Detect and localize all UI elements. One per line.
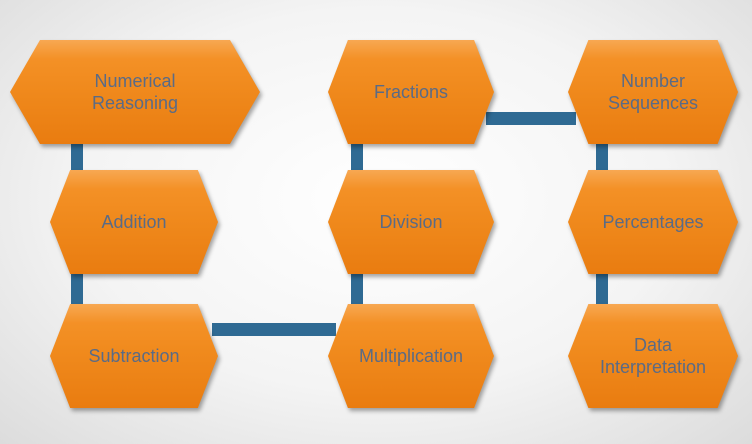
- node-label-multiplication: Multiplication: [358, 346, 464, 366]
- connector-division-fractions: [351, 140, 363, 172]
- node-shape: [50, 170, 218, 274]
- connector-multiplication-division: [351, 272, 363, 306]
- node-label-subtraction: Subtraction: [88, 346, 180, 366]
- node-fractions: Fractions: [328, 40, 494, 144]
- node-shape: [568, 304, 738, 408]
- node-shape: [568, 170, 738, 274]
- connector-subtraction-multiplication: [212, 323, 336, 336]
- node-percentages: Percentages: [568, 170, 738, 274]
- node-shape: [568, 40, 738, 144]
- node-multiplication: Multiplication: [328, 304, 494, 408]
- node-label-percentages: Percentages: [602, 212, 704, 232]
- node-shape: [10, 40, 260, 144]
- node-shape: [50, 304, 218, 408]
- connector-percentages-data: [596, 272, 608, 306]
- node-label-number-sequences: Number Sequences: [607, 71, 699, 113]
- node-division: Division: [328, 170, 494, 274]
- node-label-division: Division: [379, 212, 443, 232]
- node-label-fractions: Fractions: [373, 82, 449, 102]
- node-number-sequences: Number Sequences: [568, 40, 738, 144]
- node-numerical-reasoning: Numerical Reasoning: [10, 40, 260, 144]
- node-subtraction: Subtraction: [50, 304, 218, 408]
- node-shape: [328, 170, 494, 274]
- node-label-addition: Addition: [101, 212, 167, 232]
- node-label-data-interpretation: Data Interpretation: [599, 335, 707, 377]
- connector-addition-subtraction: [71, 272, 83, 306]
- node-shape: [328, 40, 494, 144]
- connector-fractions-sequences: [486, 112, 576, 125]
- node-data-interpretation: Data Interpretation: [568, 304, 738, 408]
- node-shape: [328, 304, 494, 408]
- node-label-numerical-reasoning: Numerical Reasoning: [91, 71, 179, 113]
- connector-sequences-percentages: [596, 140, 608, 172]
- connector-reasoning-addition: [71, 140, 83, 172]
- node-addition: Addition: [50, 170, 218, 274]
